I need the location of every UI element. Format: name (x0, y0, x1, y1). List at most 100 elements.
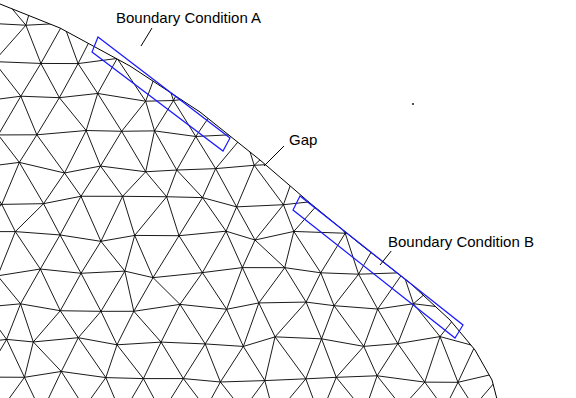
mesh-edge (377, 25, 407, 60)
mesh-edge (65, 173, 81, 196)
mesh-edge (0, 135, 19, 162)
mesh-edge (561, 203, 575, 236)
mesh-edge (364, 309, 378, 346)
mesh-edge (566, 58, 576, 59)
mesh-edge (365, 376, 378, 398)
mesh-edge (445, 130, 476, 131)
mesh-edge (347, 0, 366, 26)
mesh-edge (334, 163, 381, 166)
mesh-edge (436, 22, 453, 62)
mesh-edge (458, 372, 504, 383)
mesh-edge (81, 241, 101, 273)
mesh-edge (436, 62, 463, 102)
mesh-edge (295, 26, 347, 33)
mesh-edge (561, 102, 576, 135)
mesh-edge (59, 64, 78, 98)
mesh-edge (78, 311, 101, 337)
mesh-edge (243, 346, 264, 380)
mesh-edge (135, 197, 167, 236)
mesh-edge (461, 268, 478, 310)
mesh-edge (180, 304, 205, 344)
mesh-edge (397, 92, 425, 131)
mesh-edge (424, 62, 436, 92)
mesh-edge (358, 197, 381, 235)
mesh-edge (458, 382, 474, 398)
mesh-edge (227, 303, 259, 309)
mesh-edge (398, 344, 425, 383)
mesh-edge (21, 304, 34, 342)
mesh-edge (42, 371, 62, 398)
mesh-edge (21, 269, 41, 304)
mesh-edge (0, 168, 2, 205)
mesh-edge (560, 0, 576, 32)
mesh-edge (24, 371, 61, 377)
mesh-edge (117, 345, 143, 379)
mesh-edge (0, 204, 2, 231)
mesh-edge (377, 0, 403, 25)
mesh-edge (507, 67, 526, 96)
mesh-edge (301, 94, 314, 129)
mesh-edge (0, 276, 21, 304)
mesh-edge (318, 0, 347, 26)
mesh-edge (2, 204, 16, 231)
mesh-edge (275, 0, 295, 33)
mesh-edge (26, 25, 41, 63)
mesh-edge (153, 236, 179, 278)
mesh-edge (63, 0, 73, 23)
mesh-edge (224, 57, 233, 94)
mesh-edge (0, 96, 21, 135)
mesh-edge (253, 93, 300, 94)
mesh-edge (153, 278, 180, 305)
mesh-edge (7, 339, 25, 377)
mesh-edge (7, 339, 34, 342)
mesh-edge (424, 92, 444, 131)
mesh-edge (559, 236, 575, 267)
mesh-edge (215, 32, 233, 58)
mesh-edge (366, 0, 377, 25)
leader-line (380, 250, 392, 265)
mesh-edge (518, 130, 539, 162)
mesh-edge (440, 163, 466, 200)
mesh-edge (101, 311, 117, 344)
mesh-edge (477, 170, 497, 200)
mesh-edge (60, 235, 81, 273)
mesh-edge (117, 58, 145, 101)
mesh-edge (78, 64, 98, 94)
callout-label: Boundary Condition B (386, 233, 536, 251)
mesh-edge (183, 379, 220, 382)
mesh-edge (359, 60, 407, 64)
mesh-edge (286, 33, 295, 62)
mesh-edge (516, 198, 561, 203)
mesh-edge (243, 381, 265, 398)
mesh-edge (417, 170, 441, 201)
mesh-edge (243, 303, 258, 347)
mesh-edge (407, 60, 424, 92)
mesh-edge (534, 381, 554, 398)
mesh-edge (285, 231, 294, 267)
mesh-edge (202, 273, 226, 310)
mesh-edge (60, 311, 78, 338)
mesh-edge (161, 304, 180, 342)
mesh-edge (301, 92, 337, 94)
mesh-edge (216, 169, 237, 207)
mesh-edge (254, 163, 298, 165)
mesh-edge (122, 379, 144, 398)
mesh-edge (321, 273, 359, 274)
mesh-edge (2, 203, 44, 205)
mesh-edge (526, 58, 565, 67)
mesh-edge (313, 128, 354, 130)
mesh-edge (255, 240, 285, 268)
mesh-edge (334, 306, 378, 309)
mesh-edge (559, 268, 576, 312)
mesh-edge (2, 162, 20, 204)
mesh-edge (463, 96, 507, 102)
mesh-edge (381, 130, 397, 166)
mesh-edge (44, 173, 65, 204)
mesh-edge (320, 377, 336, 398)
mesh-edge (295, 0, 318, 33)
mesh-edge (322, 306, 335, 339)
mesh-edge (253, 94, 284, 137)
mesh-edge (78, 32, 94, 63)
mesh-edge (94, 32, 117, 58)
